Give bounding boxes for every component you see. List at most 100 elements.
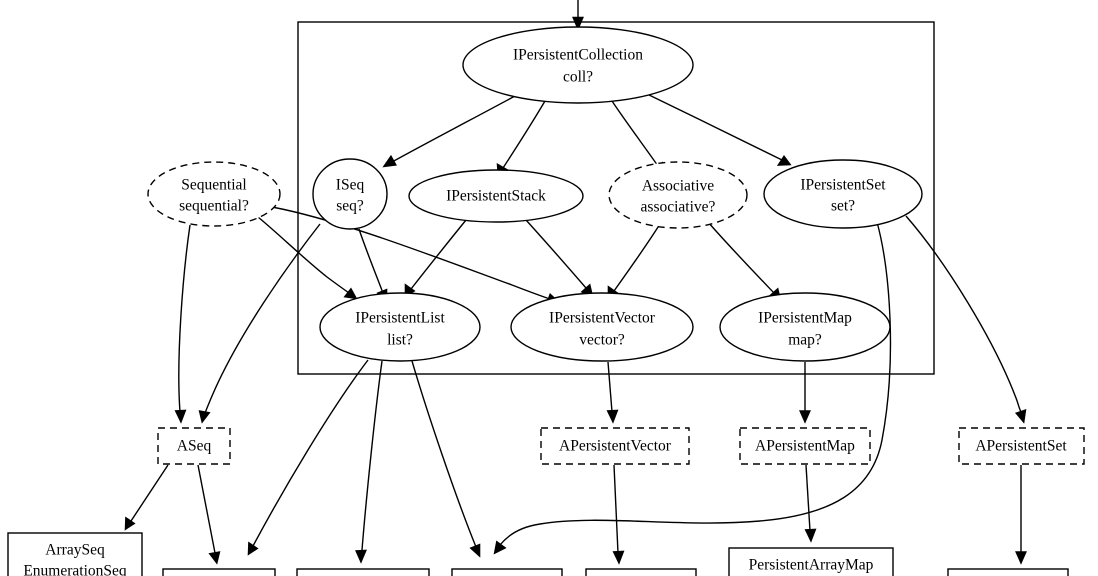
edge-associative-vector [613, 223, 661, 292]
edge-sequential-list [257, 216, 350, 294]
arrowhead-set-bottombox3 [493, 540, 507, 555]
apersistentvector-rect[interactable] [540, 427, 690, 465]
ipersistentset-label-1: IPersistentSet [800, 177, 886, 194]
edge-set-bottombox3 [499, 221, 892, 546]
arrowhead-list-bb2 [355, 549, 367, 564]
arrowhead-map-apm [799, 410, 811, 424]
node-persistentarraymap[interactable]: PersistentArrayMap [728, 547, 894, 576]
arrowhead-aps-bb5 [1015, 551, 1027, 565]
arrowhead-aseq-arrayseq [124, 516, 136, 531]
bottom-box-2-rect[interactable] [296, 568, 430, 576]
arrowhead-iseq-aseq [198, 410, 211, 424]
node-bottom-box-1[interactable] [162, 568, 276, 576]
persistentarraymap-label: PersistentArrayMap [749, 557, 874, 574]
ipersistentstack-label-1: IPersistentStack [446, 188, 546, 205]
edge-aseq-arrayseq [130, 464, 169, 522]
edge-stack-list [410, 219, 467, 290]
node-bottom-box-2[interactable] [296, 568, 430, 576]
edge-associative-map [707, 221, 775, 294]
edge-vector-apersistentvector [607, 361, 613, 413]
ipersistentvector-label-1: IPersistentVector [549, 310, 656, 327]
arrowhead-top-entry [572, 16, 584, 31]
arrowhead-sequential-list [343, 287, 358, 300]
apersistentset-rect[interactable] [958, 427, 1085, 465]
sequential-label-1: Sequential [181, 177, 246, 194]
node-ipersistentstack[interactable]: IPersistentStack [408, 169, 584, 223]
bottom-box-1-rect[interactable] [162, 568, 276, 576]
node-ipersistentmap[interactable]: IPersistentMap map? [719, 292, 891, 362]
arrowhead-set-aps [1014, 409, 1027, 424]
ipersistentset-label-2: set? [831, 198, 855, 215]
edge-coll-stack [502, 100, 546, 169]
node-iseq[interactable]: ISeq seq? [312, 158, 388, 230]
ipersistentmap-label-2: map? [788, 332, 822, 349]
arrowhead-coll-set [776, 154, 792, 166]
iseq-label-2: seq? [336, 198, 364, 215]
edge-iseq-list [358, 228, 384, 294]
node-associative[interactable]: Associative associative? [608, 161, 748, 229]
arrowhead-sequential-aseq [174, 409, 187, 424]
bottom-box-5-rect[interactable] [947, 568, 1069, 576]
edge-list-bottombox3 [411, 360, 477, 548]
ipersistentvector-label-2: vector? [579, 332, 625, 349]
ipersistentset-ellipse[interactable] [763, 159, 923, 229]
edge-sequential-aseq [178, 224, 191, 413]
edge-apm-persistentarraymap [805, 464, 811, 532]
aseq-rect[interactable] [157, 427, 231, 465]
edge-aseq-bottombox1 [197, 464, 216, 554]
ipersistentlist-label-1: IPersistentList [355, 310, 445, 327]
ipersistentmap-ellipse[interactable] [719, 292, 891, 362]
arrayseq-label-1: ArraySeq [45, 542, 105, 559]
persistentarraymap-rect[interactable] [728, 547, 894, 576]
edge-apv-bottombox4 [613, 464, 619, 554]
node-sequential[interactable]: Sequential sequential? [147, 161, 281, 227]
node-apersistentvector[interactable]: APersistentVector [540, 427, 690, 465]
iseq-ellipse[interactable] [312, 158, 388, 230]
edge-coll-iseq [391, 95, 516, 163]
associative-label-2: associative? [641, 199, 716, 216]
sequential-ellipse[interactable] [147, 161, 281, 227]
arrowhead-aseq-bb1 [208, 551, 221, 565]
ipersistentmap-label-1: IPersistentMap [758, 310, 852, 327]
arrowhead-list-bb3 [469, 543, 481, 558]
node-ipersistentvector[interactable]: IPersistentVector vector? [510, 292, 694, 362]
interfaces-cluster-box [297, 21, 935, 375]
apersistentmap-rect[interactable] [739, 427, 871, 465]
node-ipersistentlist[interactable]: IPersistentList list? [319, 292, 481, 362]
iseq-label-1: ISeq [336, 177, 365, 194]
sequential-label-2: sequential? [179, 198, 249, 215]
node-apersistentmap[interactable]: APersistentMap [739, 427, 871, 465]
apersistentset-label: APersistentSet [975, 438, 1067, 455]
arrayseq-rect[interactable] [7, 532, 143, 576]
ipersistentstack-ellipse[interactable] [408, 169, 584, 223]
arrowhead-vector-apv [606, 409, 619, 424]
node-ipersistentset[interactable]: IPersistentSet set? [763, 159, 923, 229]
arrowhead-apm-pam [804, 528, 817, 543]
node-bottom-box-5[interactable] [947, 568, 1069, 576]
associative-label-1: Associative [642, 178, 714, 195]
arrowhead-list-bb1 [247, 541, 259, 556]
node-bottom-box-4[interactable] [585, 568, 697, 576]
arrowhead-apv-bb4 [612, 550, 625, 565]
node-apersistentset[interactable]: APersistentSet [958, 427, 1085, 465]
associative-ellipse[interactable] [608, 161, 748, 229]
ipersistentcollection-label-1: IPersistentCollection [513, 47, 643, 64]
bottom-box-4-rect[interactable] [585, 568, 697, 576]
edge-sequential-vector [271, 206, 551, 300]
node-bottom-box-3[interactable] [451, 568, 563, 576]
ipersistentcollection-ellipse[interactable] [462, 26, 694, 104]
ipersistentlist-label-2: list? [387, 332, 413, 349]
arrowhead-coll-iseq [382, 154, 397, 168]
edge-stack-vector [525, 219, 587, 289]
ipersistentlist-ellipse[interactable] [319, 292, 481, 362]
bottom-box-3-rect[interactable] [451, 568, 563, 576]
node-arrayseq[interactable]: ArraySeq EnumerationSeq [7, 532, 143, 576]
ipersistentvector-ellipse[interactable] [510, 292, 694, 362]
apersistentvector-label: APersistentVector [559, 438, 672, 455]
node-aseq[interactable]: ASeq [157, 427, 231, 465]
node-ipersistentcollection[interactable]: IPersistentCollection coll? [462, 26, 694, 104]
apersistentmap-label: APersistentMap [755, 438, 855, 455]
edge-set-apersistentset [905, 215, 1022, 413]
